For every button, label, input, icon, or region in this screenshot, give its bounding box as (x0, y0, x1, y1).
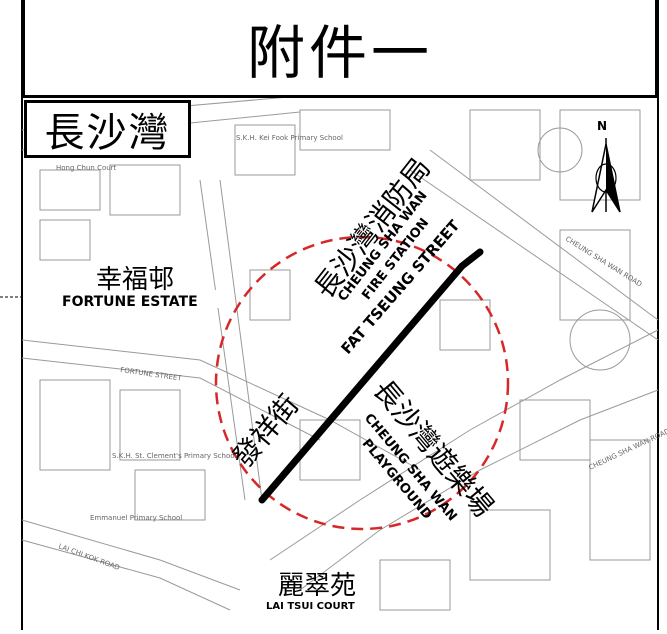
district-name: 長沙灣 (44, 110, 171, 156)
lai-tsui-court-en: LAI TSUI COURT (266, 601, 355, 612)
csw-road-label-2: CHEUNG SHA WAN ROAD (587, 427, 667, 472)
st-clements-label: S.K.H. St. Clement's Primary School (112, 452, 237, 460)
csw-road-label-1: CHEUNG SHA WAN ROAD (564, 235, 643, 289)
lai-chi-kok-road-label: LAI CHI KOK ROAD (57, 542, 120, 572)
emmanuel-label: Emmanuel Primary School (90, 514, 182, 522)
title-box: 附件一 (22, 0, 658, 98)
study-area-circle (214, 235, 510, 531)
north-label: N (597, 119, 607, 133)
fortune-estate-en: FORTUNE ESTATE (62, 294, 198, 310)
lai-tsui-court-zh: 麗翠苑 (278, 571, 356, 601)
north-arrow-icon: N (591, 119, 621, 213)
district-box: 長沙灣 (24, 100, 191, 158)
hong-chun-label: Hong Chun Court (56, 164, 117, 172)
fortune-street-label: FORTUNE STREET (120, 366, 183, 383)
page-title: 附件一 (246, 18, 433, 87)
fat-tseung-street-line (258, 248, 484, 504)
school-top-label: S.K.H. Kei Fook Primary School (236, 134, 343, 142)
fortune-estate-zh: 幸福邨 (96, 265, 174, 295)
